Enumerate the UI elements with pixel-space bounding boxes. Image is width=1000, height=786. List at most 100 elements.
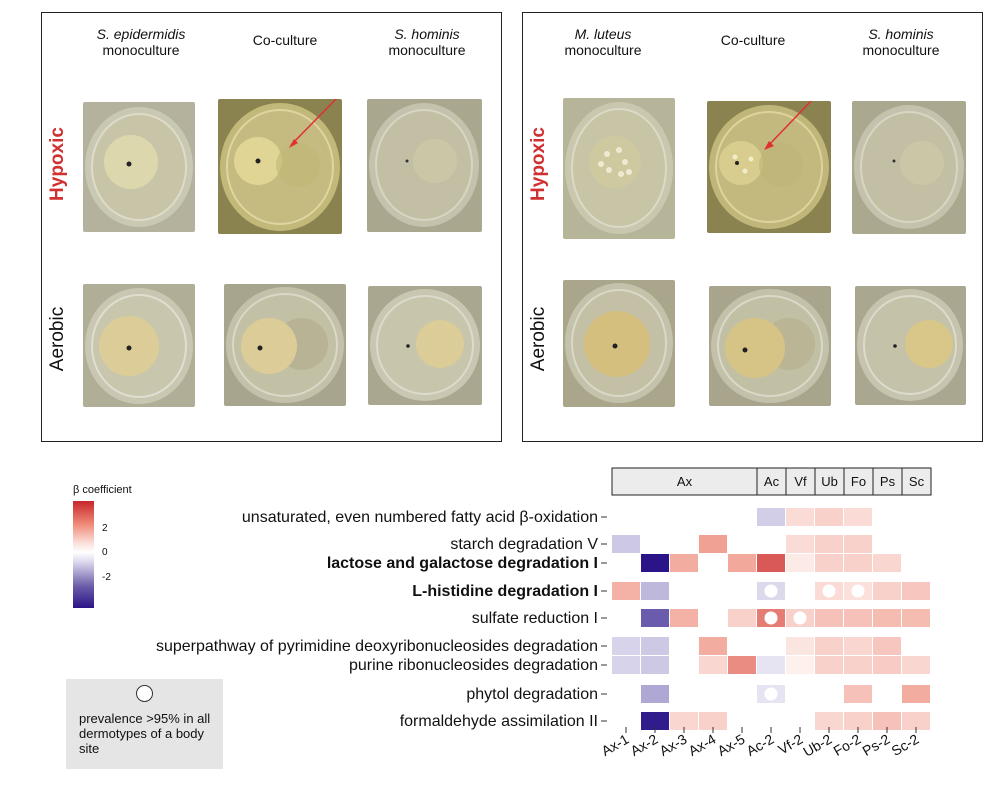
- col-header: M. luteus monoculture: [538, 26, 668, 58]
- legend-tick-label: -2: [102, 572, 111, 583]
- plate-photo: [367, 99, 482, 232]
- legend-title: β coefficient: [73, 484, 132, 496]
- prevalence-text: prevalence >95% in all dermotypes of a b…: [79, 711, 211, 756]
- heatmap-cell: [641, 554, 669, 572]
- col-header: S. hominis monoculture: [362, 26, 492, 58]
- plate-photo: [563, 98, 675, 239]
- plate-photo: [709, 286, 831, 406]
- plate-photo: [83, 284, 195, 407]
- group-header-label: Ax: [677, 474, 693, 489]
- heatmap-cell: [641, 582, 669, 600]
- col-header-species: M. luteus: [574, 26, 632, 42]
- legend-tickmark: [94, 530, 98, 531]
- plate-photo: [83, 102, 195, 232]
- plate-photo: [707, 101, 831, 233]
- row-label: L-histidine degradation I: [412, 583, 598, 600]
- row-label: unsaturated, even numbered fatty acid β-…: [242, 509, 598, 526]
- prevalence-legend: prevalence >95% in all dermotypes of a b…: [66, 679, 223, 769]
- plate-photo: [855, 286, 966, 405]
- col-header-species: S. hominis: [394, 26, 460, 42]
- col-header: S. epidermidis monoculture: [76, 26, 206, 58]
- heatmap-cell: [757, 554, 785, 572]
- col-header-suffix: Co-culture: [720, 32, 786, 48]
- row-label: formaldehyde assimilation II: [400, 713, 598, 730]
- prevalence-marker: [764, 584, 778, 598]
- row-label: purine ribonucleosides degradation: [349, 657, 598, 674]
- heatmap-cell: [670, 609, 698, 627]
- col-header-species: S. epidermidis: [96, 26, 186, 42]
- heatmap-cell: [815, 554, 843, 572]
- group-header-box: [814, 467, 845, 496]
- col-header-suffix: monoculture: [564, 42, 642, 58]
- heatmap-cell: [786, 508, 814, 526]
- heatmap-cell: [873, 637, 901, 655]
- col-header-suffix: monoculture: [388, 42, 466, 58]
- heatmap-cell: [815, 508, 843, 526]
- heatmap-cell: [844, 637, 872, 655]
- col-header-species: S. hominis: [868, 26, 934, 42]
- heatmap-cell: [844, 535, 872, 553]
- col-header: Co-culture: [220, 32, 350, 48]
- heatmap-cell: [728, 554, 756, 572]
- heatmap-cell: [815, 637, 843, 655]
- heatmap-cell: [815, 656, 843, 674]
- panel-left: [41, 12, 502, 442]
- heatmap-cell: [699, 637, 727, 655]
- heatmap-cell: [641, 656, 669, 674]
- heatmap-cell: [612, 582, 640, 600]
- heatmap-cell: [844, 685, 872, 703]
- heatmap-cell: [786, 656, 814, 674]
- heatmap-cell: [902, 685, 930, 703]
- heatmap-cell: [728, 609, 756, 627]
- heatmap-cell: [844, 508, 872, 526]
- prevalence-marker: [851, 584, 865, 598]
- row-label: phytol degradation: [466, 686, 598, 703]
- col-label: Sc-2: [889, 731, 922, 759]
- heatmap-cell: [844, 609, 872, 627]
- heatmap-cell: [612, 637, 640, 655]
- heatmap-cell: [757, 508, 785, 526]
- plate-photo: [224, 284, 346, 406]
- heatmap-cell: [902, 609, 930, 627]
- col-header: Co-culture: [688, 32, 818, 48]
- heatmap-cell: [902, 582, 930, 600]
- heatmap-cell: [757, 656, 785, 674]
- prevalence-marker: [764, 611, 778, 625]
- col-header-suffix: monoculture: [102, 42, 180, 58]
- heatmap-cell: [873, 609, 901, 627]
- row-label: superpathway of pyrimidine deoxyribonucl…: [156, 638, 598, 655]
- heatmap-cell: [815, 712, 843, 730]
- heatmap-cell: [873, 554, 901, 572]
- legend-tickmark: [94, 578, 98, 579]
- col-label: Ac-2: [744, 731, 777, 759]
- heatmap-cell: [786, 637, 814, 655]
- row-label: lactose and galactose degradation I: [327, 555, 598, 572]
- group-header-label: Ps: [880, 474, 896, 489]
- heatmap-cell: [902, 656, 930, 674]
- legend-tick-label: 0: [102, 547, 108, 558]
- heatmap-cell: [670, 554, 698, 572]
- group-header-box: [872, 467, 903, 496]
- heatmap-cell: [815, 535, 843, 553]
- heatmap-cell: [670, 712, 698, 730]
- heatmap-cell: [902, 712, 930, 730]
- group-header-label: Sc: [909, 474, 925, 489]
- row-label: starch degradation V: [450, 536, 598, 553]
- heatmap-cell: [873, 656, 901, 674]
- group-header-label: Ub: [821, 474, 838, 489]
- prevalence-marker: [793, 611, 807, 625]
- heatmap-cell: [815, 609, 843, 627]
- heatmap-cell: [844, 712, 872, 730]
- heatmap-cell: [873, 582, 901, 600]
- heatmap-cell: [699, 712, 727, 730]
- group-header-label: Vf: [794, 474, 807, 489]
- plate-photo: [368, 286, 482, 405]
- heatmap-cell: [641, 637, 669, 655]
- prevalence-circle-icon: [136, 685, 153, 702]
- group-header-box: [901, 467, 932, 496]
- plate-photo: [852, 101, 966, 234]
- col-label: Vf-2: [775, 731, 805, 758]
- heatmap-cell: [641, 712, 669, 730]
- heatmap-cell: [728, 656, 756, 674]
